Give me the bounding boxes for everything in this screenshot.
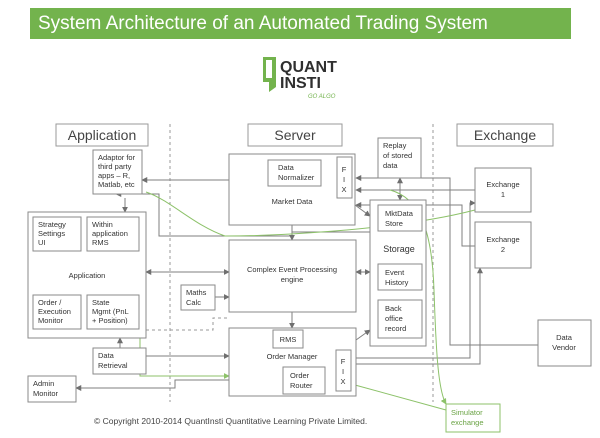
data-vendor-label-1: Data xyxy=(556,333,573,342)
column-header-server: Server xyxy=(274,127,316,143)
simulator-box: Simulator exchange xyxy=(445,403,501,433)
adaptor-label: Adaptor for third party apps – R, Matlab… xyxy=(98,153,137,189)
strategy-settings-label: Strategy Settings UI xyxy=(38,220,68,247)
column-header-exchange-box xyxy=(456,123,554,147)
market-data-box: Data Normalizer Market Data F I X xyxy=(228,153,356,226)
title-banner: System Architecture of an Automated Trad… xyxy=(30,8,571,39)
simulator-label: Simulator exchange xyxy=(451,408,485,427)
column-header-application: Application xyxy=(68,127,137,143)
data-retrieval-box: Data Retrieval xyxy=(92,347,147,375)
data-vendor-label-2: Vendor xyxy=(552,343,576,352)
fix-label-om-3: X xyxy=(340,377,345,386)
event-history-label: Event History xyxy=(385,268,409,287)
back-office-label: Back office record xyxy=(385,304,406,333)
within-rms-label: Within application RMS xyxy=(92,220,130,247)
exchange2-label-1: Exchange xyxy=(486,235,519,244)
connector-ordermanager-adminmonitor xyxy=(75,379,229,391)
column-header-server-box xyxy=(247,123,343,147)
order-router-box xyxy=(282,366,326,395)
strategy-settings-box xyxy=(32,216,82,252)
replay-label: Replay of stored data xyxy=(383,141,414,170)
fix-box-marketdata xyxy=(336,156,353,199)
copyright-text: © Copyright 2010-2014 QuantInsti Quantit… xyxy=(94,416,367,426)
rms-label: RMS xyxy=(280,335,297,344)
application-box: Strategy Settings UI Within application … xyxy=(27,211,147,339)
order-manager-box: RMS Order Manager Order Router F I X xyxy=(228,327,357,397)
data-normalizer-box xyxy=(267,159,322,187)
maths-calc-label: Maths Calc xyxy=(186,288,209,307)
fix-label-om-1: F xyxy=(341,357,346,366)
logo-line2: INSTI xyxy=(280,75,321,92)
order-exec-label: Order / Execution Monitor xyxy=(38,298,73,325)
admin-monitor-label: Admin Monitor xyxy=(33,379,59,398)
fix-label-om-2: I xyxy=(342,367,344,376)
connector-marketdata-storage xyxy=(354,204,371,217)
admin-monitor-box: Admin Monitor xyxy=(27,375,77,403)
fix-label-3: X xyxy=(341,185,346,194)
exchange2-box: Exchange 2 xyxy=(474,221,532,269)
state-mgmt-box xyxy=(86,294,140,330)
fix-label-2: I xyxy=(343,175,345,184)
adaptor-box: Adaptor for third party apps – R, Matlab… xyxy=(92,149,143,195)
within-rms-box xyxy=(86,216,140,252)
connector-ordermanager-exchange2 xyxy=(355,267,483,365)
column-header-application-box xyxy=(55,123,149,147)
cep-label-2: engine xyxy=(281,275,304,284)
quantinsti-logo: QUANT INSTI GO ALGO xyxy=(263,57,337,100)
fix-label-1: F xyxy=(342,165,347,174)
data-retrieval-label: Data Retrieval xyxy=(98,351,128,370)
connector-ordermanager-exchange1 xyxy=(355,200,476,359)
cep-box: Complex Event Processing engine xyxy=(228,239,357,313)
back-office-box xyxy=(377,299,423,339)
state-mgmt-label: State Mgmt (PnL + Position) xyxy=(92,298,131,325)
exchange1-label-2: 1 xyxy=(501,190,505,199)
storage-label: Storage xyxy=(383,244,415,254)
mktdata-store-label: MktData Store xyxy=(385,209,415,228)
rms-box xyxy=(272,329,304,349)
order-router-label: Order Router xyxy=(290,371,313,390)
application-label: Application xyxy=(69,271,106,280)
fix-box-ordermanager xyxy=(335,349,352,392)
connector-ordermanager-storage xyxy=(355,329,371,341)
order-exec-box xyxy=(32,294,82,330)
storage-box: MktData Store Storage Event History Back… xyxy=(369,199,427,347)
data-normalizer-label: Data Normalizer xyxy=(278,163,315,182)
exchange2-label-2: 2 xyxy=(501,245,505,254)
exchange1-label-1: Exchange xyxy=(486,180,519,189)
event-history-box xyxy=(377,263,423,291)
order-manager-label: Order Manager xyxy=(267,352,318,361)
data-vendor-box: Data Vendor xyxy=(537,319,592,367)
logo-line1: QUANT xyxy=(280,59,337,76)
exchange1-box: Exchange 1 xyxy=(474,167,532,213)
cep-label-1: Complex Event Processing xyxy=(247,265,337,274)
logo-tagline: GO ALGO xyxy=(308,94,336,100)
mktdata-store-box xyxy=(377,204,423,232)
column-header-exchange: Exchange xyxy=(474,127,536,143)
maths-calc-box: Maths Calc xyxy=(180,284,216,311)
page-title: System Architecture of an Automated Trad… xyxy=(38,13,488,34)
connector-application-simulator xyxy=(139,338,230,379)
connector-application-ordermanager xyxy=(146,317,229,331)
market-data-label: Market Data xyxy=(272,197,314,206)
connector-ordermanager-simulator xyxy=(354,384,447,411)
replay-box: Replay of stored data xyxy=(377,137,422,179)
